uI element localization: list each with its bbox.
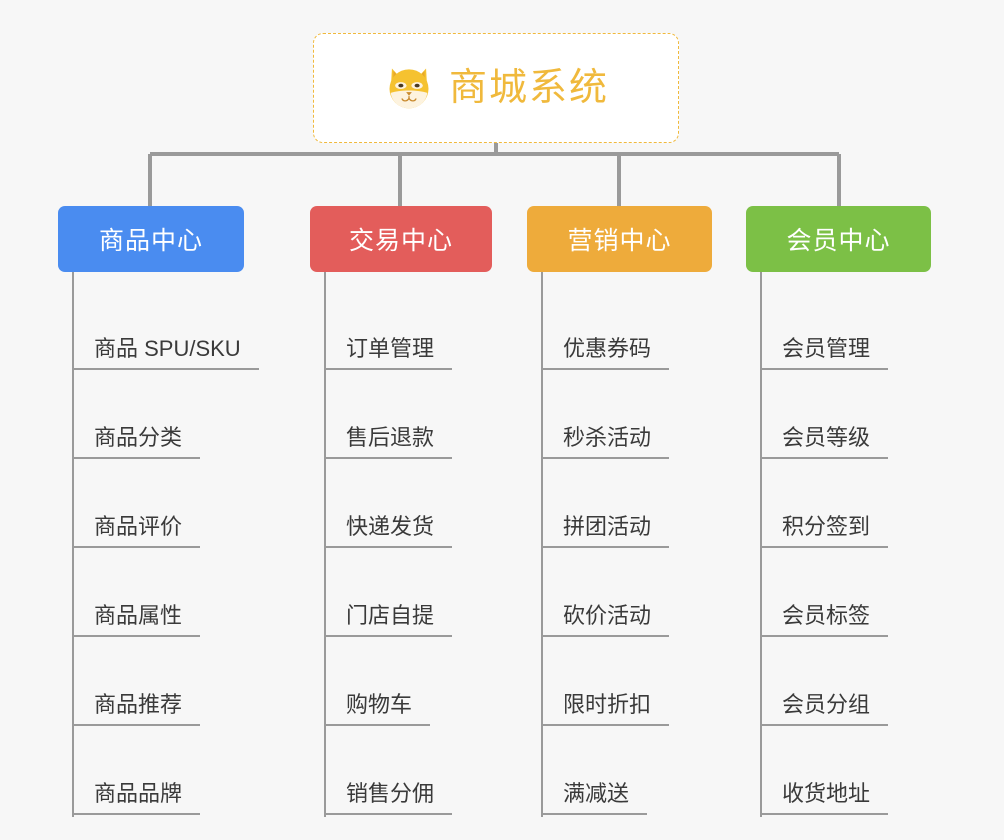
leaf-list-trade-center: 订单管理 售后退款 快递发货 门店自提 购物车 销售分佣 — [310, 272, 492, 817]
leaf-label: 购物车 — [324, 692, 431, 726]
leaf-label: 快递发货 — [324, 514, 453, 548]
list-item[interactable]: 销售分佣 — [324, 726, 492, 815]
leaf-spine — [760, 272, 762, 817]
leaf-label: 商品品牌 — [72, 781, 201, 815]
list-item[interactable]: 购物车 — [324, 637, 492, 726]
list-item[interactable]: 商品评价 — [72, 459, 244, 548]
column-trade-center: 交易中心 订单管理 售后退款 快递发货 门店自提 购物车 销售分佣 — [310, 206, 492, 817]
list-item[interactable]: 门店自提 — [324, 548, 492, 637]
list-item[interactable]: 会员分组 — [760, 637, 931, 726]
list-item[interactable]: 砍价活动 — [541, 548, 712, 637]
category-title: 商品中心 — [98, 227, 203, 255]
list-item[interactable]: 商品品牌 — [72, 726, 244, 815]
list-item[interactable]: 商品推荐 — [72, 637, 244, 726]
list-item[interactable]: 订单管理 — [324, 281, 492, 370]
leaf-label: 商品 SPU/SKU — [72, 336, 259, 370]
leaf-label: 商品属性 — [72, 603, 201, 637]
leaf-label: 收货地址 — [760, 781, 889, 815]
leaf-label: 秒杀活动 — [541, 425, 670, 459]
leaf-label: 售后退款 — [324, 425, 453, 459]
category-title: 会员中心 — [786, 227, 891, 255]
list-item[interactable]: 商品分类 — [72, 370, 244, 459]
leaf-label: 拼团活动 — [541, 514, 670, 548]
category-title: 交易中心 — [348, 227, 453, 255]
list-item[interactable]: 满减送 — [541, 726, 712, 815]
list-item[interactable]: 限时折扣 — [541, 637, 712, 726]
leaf-label: 销售分佣 — [324, 781, 453, 815]
leaf-label: 积分签到 — [760, 514, 889, 548]
category-header-product-center[interactable]: 商品中心 — [58, 206, 244, 272]
category-header-member-center[interactable]: 会员中心 — [746, 206, 931, 272]
column-product-center: 商品中心 商品 SPU/SKU 商品分类 商品评价 商品属性 商品推荐 商品品牌 — [58, 206, 259, 817]
list-item[interactable]: 收货地址 — [760, 726, 931, 815]
leaf-label: 会员分组 — [760, 692, 889, 726]
leaf-spine — [72, 272, 74, 817]
list-item[interactable]: 商品 SPU/SKU — [72, 281, 259, 370]
list-item[interactable]: 积分签到 — [760, 459, 931, 548]
leaf-spine — [324, 272, 326, 817]
column-member-center: 会员中心 会员管理 会员等级 积分签到 会员标签 会员分组 收货地址 — [746, 206, 931, 817]
leaf-label: 砍价活动 — [541, 603, 670, 637]
leaf-label: 商品评价 — [72, 514, 201, 548]
leaf-label: 会员标签 — [760, 603, 889, 637]
root-title: 商城系统 — [448, 67, 609, 109]
list-item[interactable]: 售后退款 — [324, 370, 492, 459]
leaf-label: 商品推荐 — [72, 692, 201, 726]
list-item[interactable]: 拼团活动 — [541, 459, 712, 548]
category-header-trade-center[interactable]: 交易中心 — [310, 206, 492, 272]
list-item[interactable]: 会员管理 — [760, 281, 931, 370]
leaf-label: 商品分类 — [72, 425, 201, 459]
category-title: 营销中心 — [567, 227, 672, 255]
leaf-list-member-center: 会员管理 会员等级 积分签到 会员标签 会员分组 收货地址 — [746, 272, 931, 817]
leaf-label: 门店自提 — [324, 603, 453, 637]
leaf-label: 优惠券码 — [541, 336, 670, 370]
list-item[interactable]: 快递发货 — [324, 459, 492, 548]
leaf-spine — [541, 272, 543, 817]
leaf-label: 会员管理 — [760, 336, 889, 370]
leaf-list-marketing-center: 优惠券码 秒杀活动 拼团活动 砍价活动 限时折扣 满减送 — [527, 272, 712, 817]
leaf-label: 满减送 — [541, 781, 648, 815]
leaf-label: 限时折扣 — [541, 692, 670, 726]
list-item[interactable]: 优惠券码 — [541, 281, 712, 370]
root-node[interactable]: 商城系统 — [313, 33, 679, 143]
leaf-label: 订单管理 — [324, 336, 453, 370]
shiba-dog-emoji-icon — [389, 68, 429, 109]
column-marketing-center: 营销中心 优惠券码 秒杀活动 拼团活动 砍价活动 限时折扣 满减送 — [527, 206, 712, 817]
list-item[interactable]: 商品属性 — [72, 548, 244, 637]
leaf-list-product-center: 商品 SPU/SKU 商品分类 商品评价 商品属性 商品推荐 商品品牌 — [58, 272, 259, 817]
list-item[interactable]: 会员等级 — [760, 370, 931, 459]
category-header-marketing-center[interactable]: 营销中心 — [527, 206, 712, 272]
list-item[interactable]: 会员标签 — [760, 548, 931, 637]
leaf-label: 会员等级 — [760, 425, 889, 459]
list-item[interactable]: 秒杀活动 — [541, 370, 712, 459]
